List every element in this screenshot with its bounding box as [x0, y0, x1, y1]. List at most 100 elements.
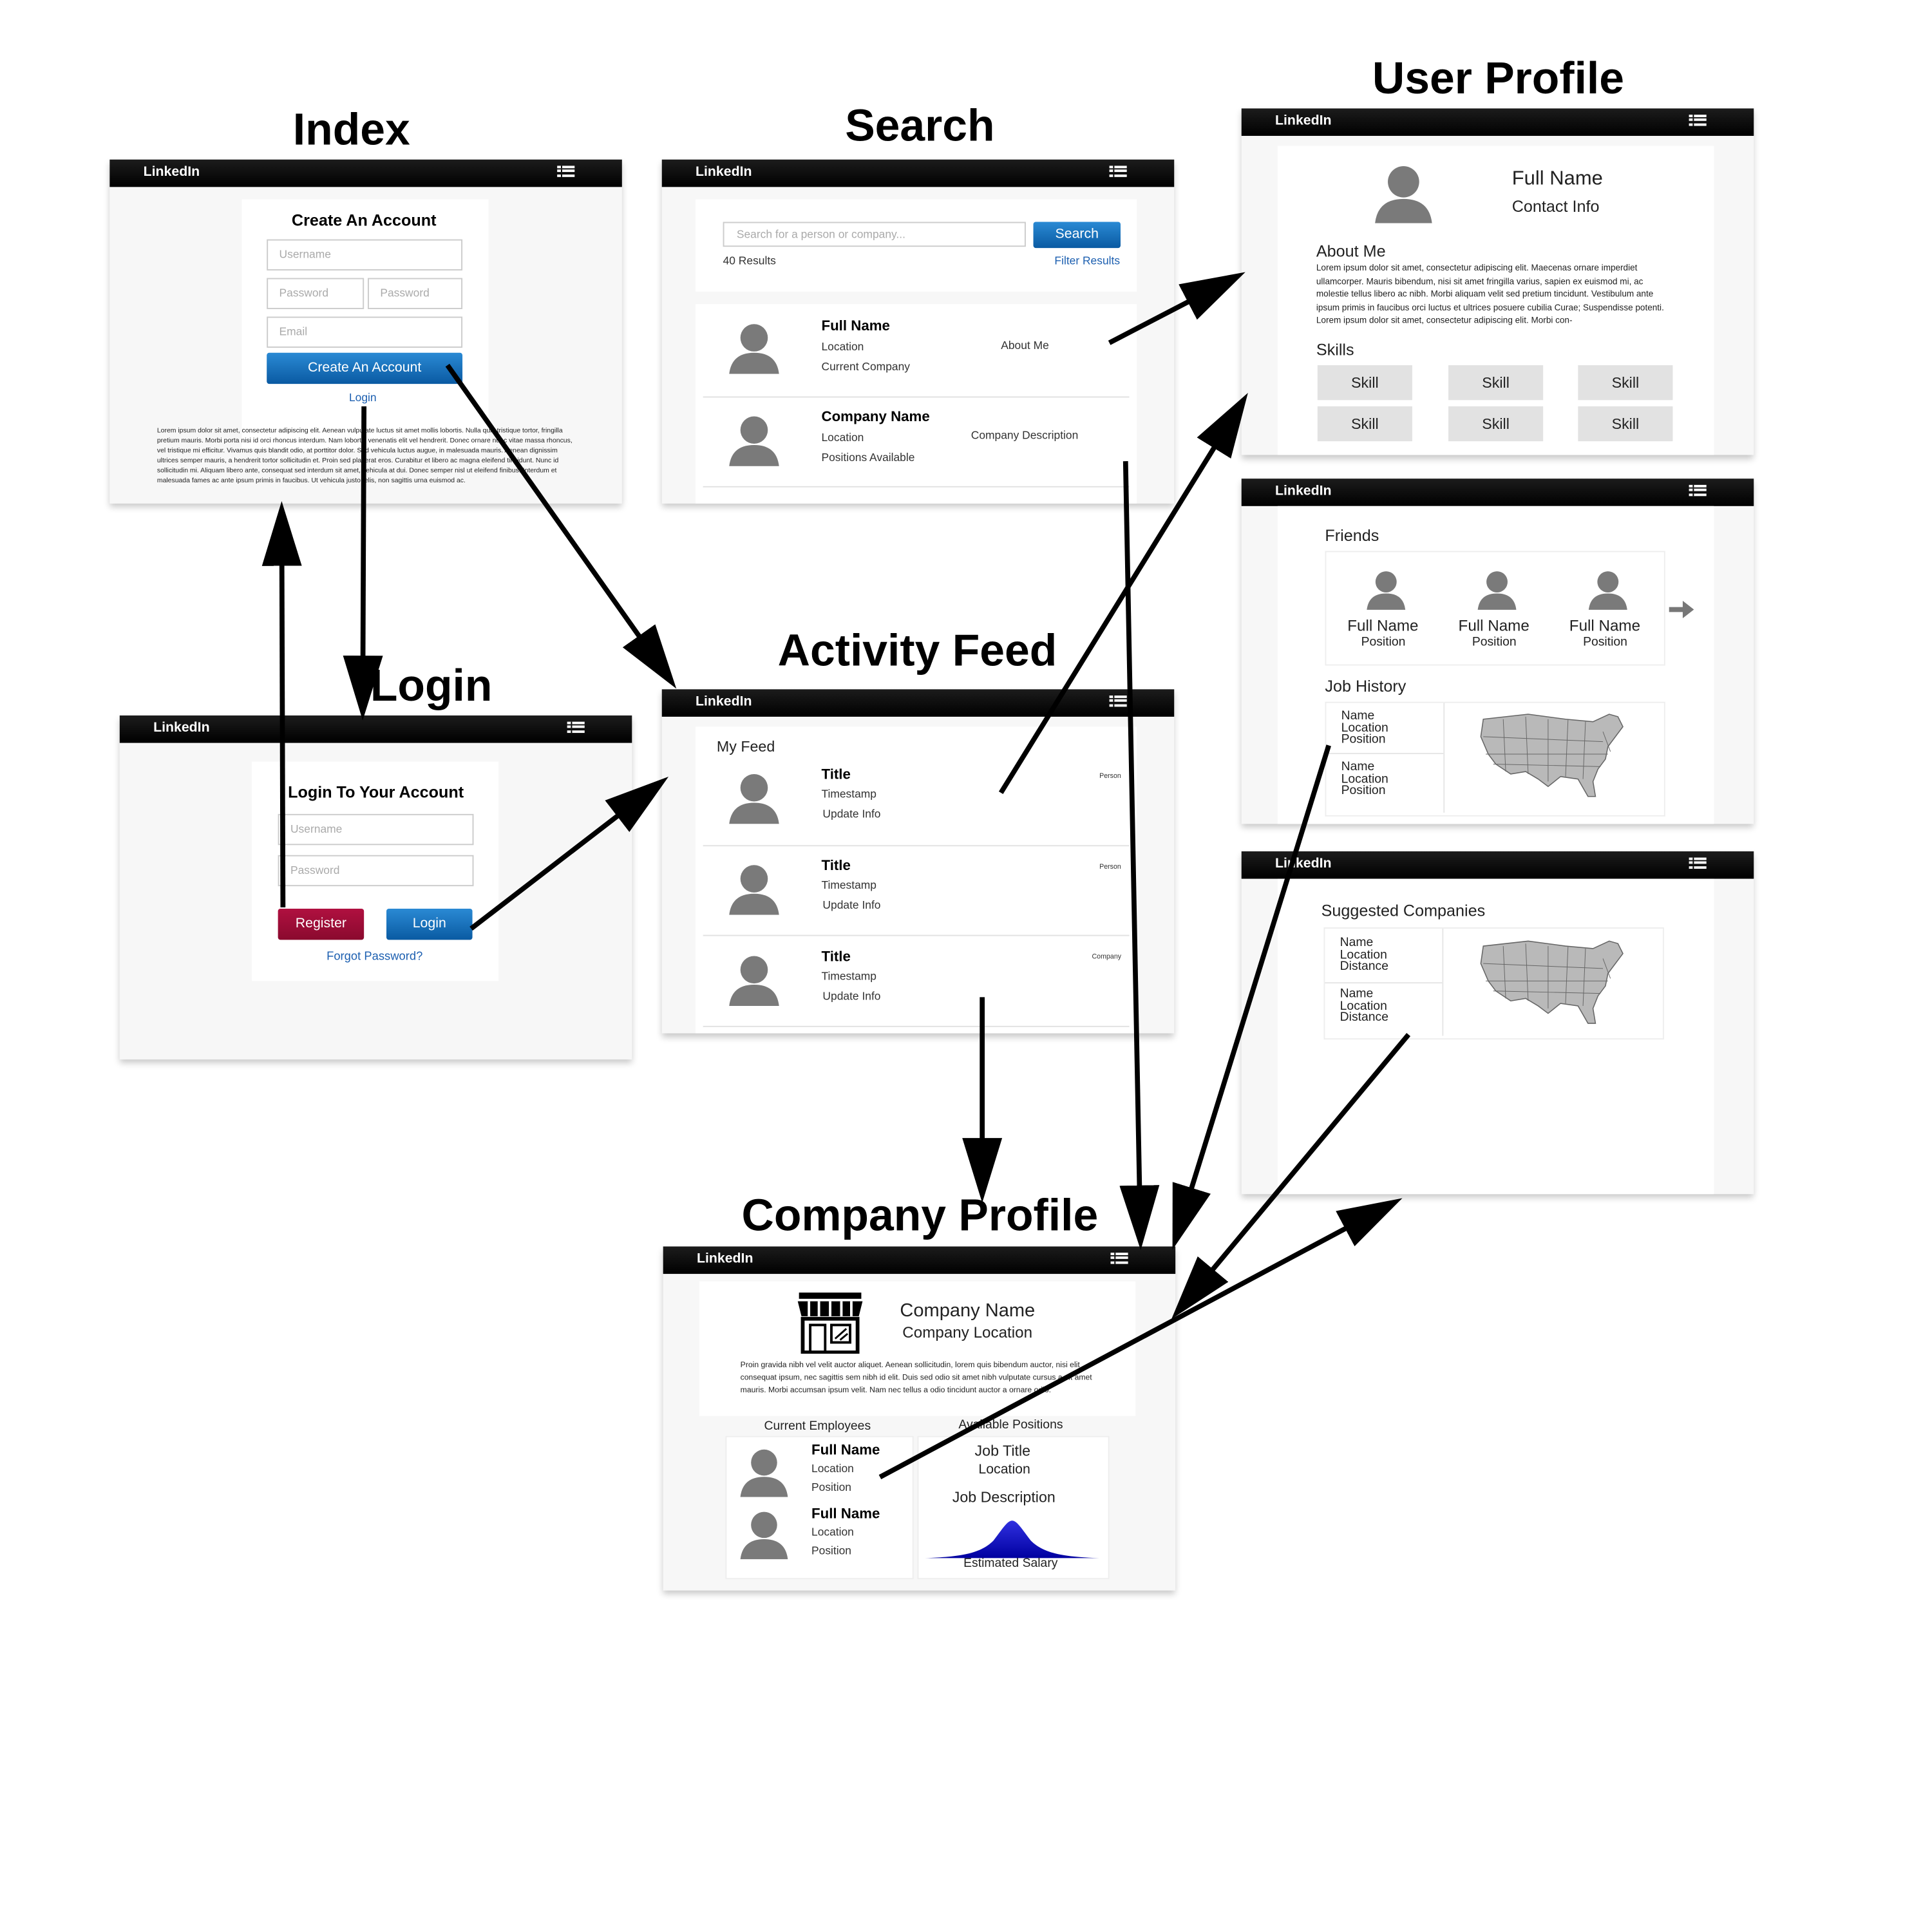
brand-logo[interactable]: LinkedIn	[153, 720, 210, 735]
employee-avatar-icon	[740, 1511, 788, 1560]
password-confirm-field[interactable]: Password	[367, 278, 463, 310]
friend-name[interactable]: Full Name	[1569, 617, 1641, 635]
friend-avatar-icon	[1367, 571, 1406, 610]
flow-arrow	[1108, 272, 1245, 345]
friend-avatar-icon	[1588, 571, 1627, 610]
feed-item-timestamp: Timestamp	[821, 878, 877, 891]
filter-results-link[interactable]: Filter Results	[1054, 254, 1121, 267]
menu-icon[interactable]	[1689, 484, 1707, 500]
menu-icon[interactable]	[567, 721, 585, 737]
brand-logo[interactable]: LinkedIn	[1275, 483, 1332, 499]
employee-name[interactable]: Full Name	[811, 1507, 880, 1522]
skill-tag: Skill	[1317, 365, 1412, 401]
company-profile-title: Company Profile	[741, 1189, 1099, 1240]
friend-name[interactable]: Full Name	[1347, 617, 1419, 635]
login-link[interactable]: Login	[348, 391, 377, 404]
divider	[703, 934, 1130, 936]
feed-item-timestamp: Timestamp	[821, 788, 877, 800]
friends-window: LinkedIn Friends Full Name Full Name Ful…	[1241, 478, 1754, 824]
friend-name[interactable]: Full Name	[1458, 617, 1530, 635]
contact-info[interactable]: Contact Info	[1511, 196, 1600, 216]
flow-arrow	[343, 406, 383, 721]
navbar: LinkedIn	[1241, 851, 1754, 879]
person-company: Current Company	[821, 360, 910, 373]
company-location: Location	[1340, 999, 1387, 1013]
email-field[interactable]: Email	[267, 316, 463, 348]
create-account-button[interactable]: Create An Account	[267, 352, 463, 384]
menu-icon[interactable]	[1109, 166, 1127, 180]
flow-arrow	[445, 363, 677, 689]
company-name[interactable]: Company Name	[821, 410, 930, 426]
brand-logo[interactable]: LinkedIn	[696, 1251, 753, 1267]
menu-icon[interactable]	[1689, 115, 1707, 129]
employee-name[interactable]: Full Name	[811, 1443, 880, 1459]
login-title: Login	[370, 659, 493, 711]
password-field[interactable]: Password	[278, 855, 474, 887]
brand-logo[interactable]: LinkedIn	[143, 164, 200, 180]
flow-arrow	[878, 1198, 1403, 1479]
employee-location: Location	[811, 1526, 854, 1539]
login-button[interactable]: Login	[386, 908, 473, 940]
job-location: Location	[1341, 721, 1388, 735]
feed-heading: My Feed	[716, 737, 775, 755]
feed-card	[696, 726, 1137, 1034]
search-input[interactable]: Search for a person or company...	[723, 222, 1026, 247]
divider	[1326, 753, 1444, 754]
forgot-password-link[interactable]: Forgot Password?	[327, 949, 423, 964]
login-heading: Login To Your Account	[288, 782, 464, 802]
skills-heading: Skills	[1316, 340, 1354, 359]
flow-arrow	[1172, 744, 1331, 1250]
feed-avatar-icon	[729, 773, 779, 824]
profile-avatar-icon	[1375, 166, 1432, 223]
brand-logo[interactable]: LinkedIn	[1275, 113, 1332, 129]
employee-location: Location	[811, 1462, 854, 1475]
navbar: LinkedIn	[1241, 478, 1754, 506]
skill-tag: Skill	[1448, 406, 1544, 442]
next-arrow-icon[interactable]	[1669, 600, 1694, 619]
menu-icon[interactable]	[1109, 696, 1127, 710]
suggested-heading: Suggested Companies	[1321, 901, 1486, 920]
username-field[interactable]: Username	[267, 239, 463, 271]
feed-item-title[interactable]: Title	[821, 949, 851, 965]
feed-avatar-icon	[729, 865, 779, 915]
company-location: Company Location	[902, 1323, 1033, 1341]
person-name[interactable]: Full Name	[821, 319, 890, 334]
menu-icon[interactable]	[557, 166, 575, 180]
menu-icon[interactable]	[1110, 1253, 1128, 1267]
person-avatar-icon	[729, 324, 779, 374]
feed-item-title[interactable]: Title	[821, 858, 851, 874]
company-distance: Distance	[1340, 960, 1388, 974]
about-heading: About Me	[1316, 242, 1386, 261]
feed-item-title[interactable]: Title	[821, 768, 851, 783]
search-window: LinkedIn Search for a person or company.…	[661, 159, 1175, 504]
results-list	[696, 304, 1137, 504]
register-button[interactable]: Register	[278, 908, 365, 940]
company-name: Name	[1340, 936, 1374, 950]
brand-logo[interactable]: LinkedIn	[696, 694, 752, 710]
brand-logo[interactable]: LinkedIn	[696, 164, 752, 180]
company-name: Name	[1340, 987, 1374, 1001]
search-button[interactable]: Search	[1033, 222, 1121, 249]
job-position: Position	[1341, 733, 1386, 747]
feed-item-type: Company	[1092, 953, 1122, 961]
user-profile-window: LinkedIn Full Name Contact Info About Me…	[1241, 108, 1754, 455]
about-text: Lorem ipsum dolor sit amet, consectetur …	[1316, 264, 1664, 326]
username-field[interactable]: Username	[278, 813, 474, 846]
feed-item-type: Person	[1099, 864, 1121, 871]
divider	[703, 486, 1130, 488]
activity-feed-title: Activity Feed	[777, 624, 1057, 676]
job-title[interactable]: Job Title	[974, 1442, 1031, 1460]
employee-avatar-icon	[740, 1449, 788, 1497]
feed-item-timestamp: Timestamp	[821, 969, 877, 983]
divider	[703, 396, 1130, 398]
company-description: Company Description	[971, 428, 1079, 442]
menu-icon[interactable]	[1689, 857, 1707, 873]
job-description: Job Description	[952, 1488, 1056, 1506]
feed-item-info: Update Info	[822, 898, 881, 911]
password-field[interactable]: Password	[267, 278, 365, 310]
